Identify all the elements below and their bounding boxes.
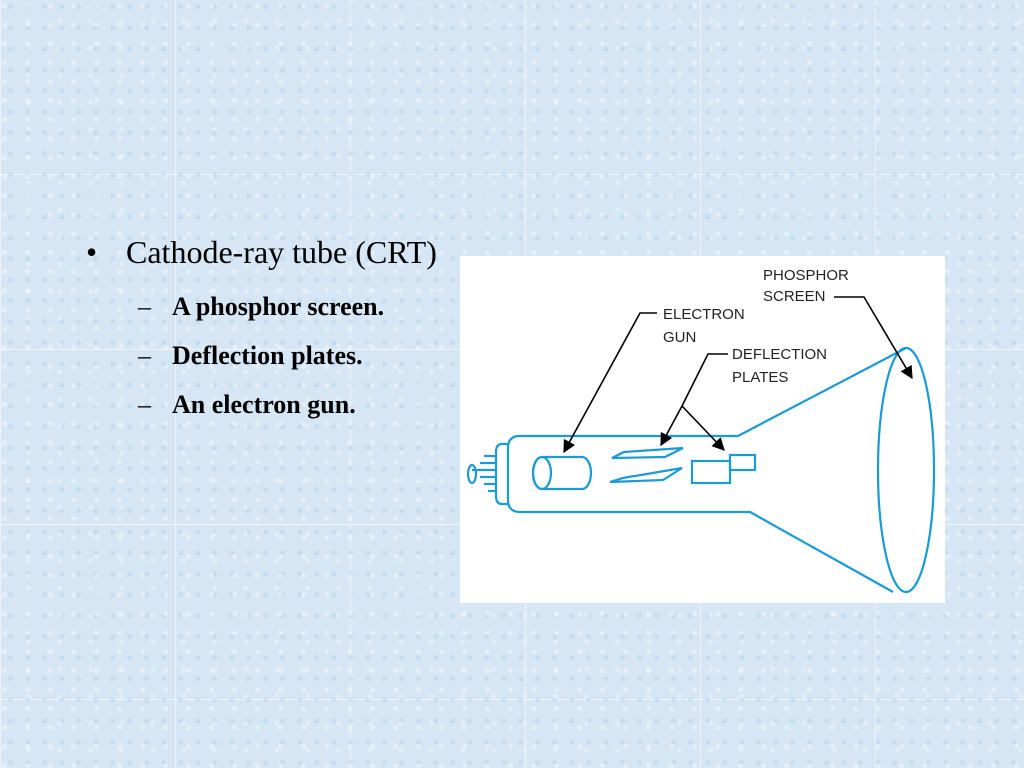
electron-gun-shape — [531, 455, 593, 491]
crt-diagram-svg: PHOSPHOR SCREEN ELECTRON GUN DEFLECTION … — [466, 267, 936, 594]
tube-base — [494, 442, 508, 506]
deflection-plate-upper — [611, 446, 684, 460]
pointer-arrows — [563, 296, 913, 454]
deflection-plate-block-back — [728, 453, 757, 472]
bullet-crt: • Cathode-ray tube (CRT) — [86, 230, 456, 274]
tube-neck — [506, 434, 894, 593]
deflection-arrow-upper — [660, 353, 728, 447]
phosphor-label-line2: SCREEN — [763, 288, 826, 305]
sub-item-phosphor-screen: – A phosphor screen. — [86, 282, 456, 331]
deflection-plate-block-front — [690, 459, 732, 485]
dash-marker: – — [138, 341, 151, 370]
deflection-label-line1: DEFLECTION — [732, 346, 827, 363]
tube-base-cap — [466, 463, 478, 485]
dash-marker: – — [138, 390, 151, 419]
slide-text: • Cathode-ray tube (CRT) – A phosphor sc… — [86, 230, 456, 429]
phosphor-screen-arrow — [834, 296, 913, 380]
deflection-label-line2: PLATES — [732, 369, 788, 386]
deflection-arrow-lower — [681, 405, 725, 451]
crt-diagram: PHOSPHOR SCREEN ELECTRON GUN DEFLECTION … — [460, 256, 945, 603]
electron-gun-label-line2: GUN — [663, 329, 696, 346]
deflection-plate-lower — [609, 466, 683, 484]
bullet-text: Cathode-ray tube (CRT) — [126, 234, 437, 270]
dash-marker: – — [138, 292, 151, 321]
sub-item-text: A phosphor screen. — [172, 292, 385, 321]
tube-flare-top — [737, 347, 907, 437]
sub-item-electron-gun: – An electron gun. — [86, 380, 456, 429]
phosphor-label-line1: PHOSPHOR — [763, 267, 849, 284]
phosphor-screen-shape — [876, 346, 936, 594]
sub-list: – A phosphor screen. – Deflection plates… — [86, 282, 456, 429]
sub-item-text: Deflection plates. — [172, 341, 363, 370]
bullet-dot: • — [86, 234, 98, 270]
sub-item-text: An electron gun. — [172, 390, 356, 419]
crt-tube — [466, 346, 936, 594]
sub-item-deflection-plates: – Deflection plates. — [86, 331, 456, 380]
electron-gun-label-line1: ELECTRON — [663, 306, 745, 323]
electron-gun-arrow — [563, 312, 657, 454]
